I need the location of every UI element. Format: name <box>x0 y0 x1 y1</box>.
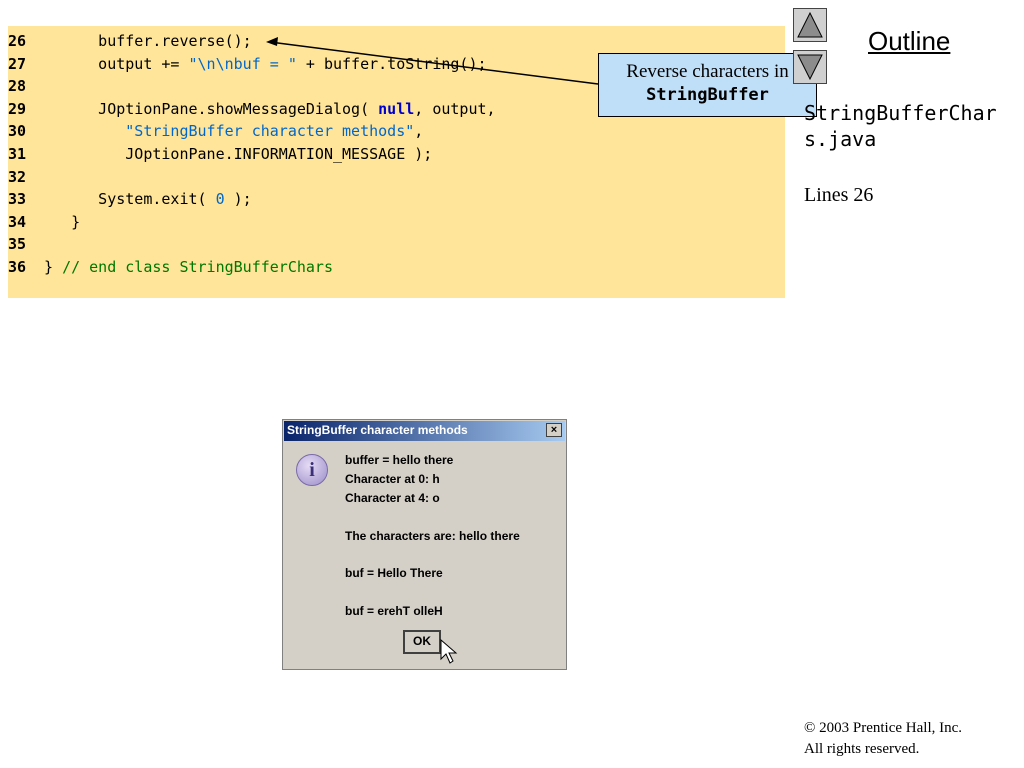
copyright-notice: © 2003 Prentice Hall, Inc. All rights re… <box>804 718 962 760</box>
code-text: } <box>44 212 81 231</box>
close-icon[interactable]: × <box>546 423 562 437</box>
dialog-message-line: Character at 4: o <box>345 490 440 505</box>
line-number: 32 <box>8 167 27 186</box>
information-glyph: i <box>309 459 315 481</box>
code-text: output += "\n\nbuf = " + buffer.toString… <box>44 54 487 73</box>
code-text: System.exit( 0 ); <box>44 190 252 209</box>
dialog-message-line: Character at 0: h <box>345 471 440 486</box>
callout-code-text: StringBuffer <box>646 85 769 105</box>
outline-down-button[interactable] <box>793 50 827 84</box>
line-number: 27 <box>8 54 27 73</box>
dialog-message-line: buffer = hello there <box>345 453 454 467</box>
triangle-up-icon <box>797 11 823 38</box>
string-literal: "\n\nbuf = " <box>188 54 297 73</box>
line-number: 36 <box>8 258 27 276</box>
lines-label: Lines 26 <box>804 184 874 206</box>
dialog-message-line: buf = Hello There <box>345 566 443 581</box>
message-dialog: StringBuffer character methods × i buffe… <box>282 419 567 670</box>
dialog-message-line: buf = erehT olleH <box>345 604 443 619</box>
dialog-message-line: The characters are: hello there <box>345 528 520 543</box>
keyword: null <box>378 99 415 118</box>
copyright-line: © 2003 Prentice Hall, Inc. <box>804 720 963 736</box>
outline-up-button[interactable] <box>793 8 827 42</box>
string-literal: "StringBuffer character methods" <box>125 122 415 141</box>
comment: // end class StringBufferChars <box>62 258 333 276</box>
file-name: StringBufferChars.java <box>804 101 997 151</box>
information-icon: i <box>296 454 328 486</box>
line-number: 35 <box>8 235 27 254</box>
dialog-title-bar[interactable]: StringBuffer character methods × <box>284 421 565 441</box>
code-text: JOptionPane.showMessageDialog( null, out… <box>44 99 496 118</box>
ok-button[interactable]: OK <box>403 630 441 654</box>
line-number: 28 <box>8 77 27 96</box>
code-text: buffer.reverse(); <box>44 32 252 50</box>
line-number: 33 <box>8 190 27 209</box>
copyright-line: All rights reserved. <box>804 741 920 757</box>
line-number: 26 <box>8 32 27 50</box>
line-number: 29 <box>8 99 27 118</box>
annotation-callout: Reverse characters in StringBuffer <box>598 53 817 117</box>
code-text: JOptionPane.INFORMATION_MESSAGE ); <box>44 145 433 163</box>
mouse-cursor-icon <box>440 639 458 664</box>
triangle-down-icon <box>797 54 823 81</box>
number-literal: 0 <box>215 190 225 209</box>
code-text: "StringBuffer character methods", <box>125 122 424 141</box>
line-number: 34 <box>8 212 27 231</box>
line-number: 31 <box>8 145 27 163</box>
dialog-title: StringBuffer character methods <box>287 423 468 437</box>
code-text: } // end class StringBufferChars <box>44 258 333 276</box>
callout-text: Reverse characters in <box>626 61 789 82</box>
outline-link[interactable]: Outline <box>868 26 951 56</box>
line-number: 30 <box>8 122 27 141</box>
